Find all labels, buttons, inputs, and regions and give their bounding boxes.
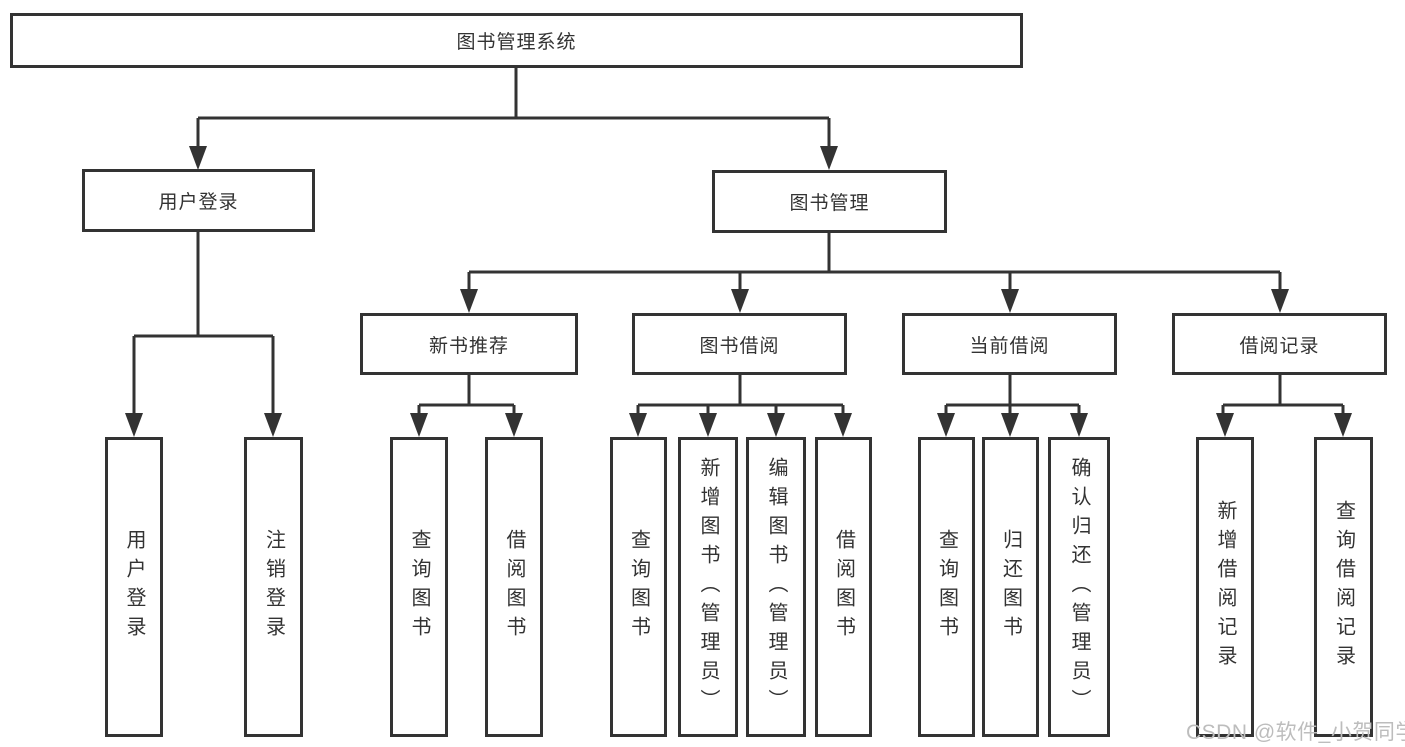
leaf-label: 新增图书（管理员） [697,456,719,718]
node-label: 当前借阅 [969,335,1050,357]
node-label: 用户登录 [158,192,239,213]
leaf-label: 用户登录 [123,529,145,645]
leaf-label: 借阅图书 [832,529,855,645]
leaf-label: 编辑图书（管理员） [765,456,787,718]
leaf-borrow-book: 借阅图书 [815,437,872,737]
node-label: 图书借阅 [699,335,780,357]
node-label: 图书管理 [789,193,870,214]
leaf-logout: 注销登录 [244,437,303,737]
leaf-label: 查询图书 [935,529,958,645]
leaf-add-book-admin: 新增图书（管理员） [678,437,738,737]
node-borrow-record: 借阅记录 [1172,313,1387,375]
node-library-system: 图书管理系统 [10,13,1023,68]
leaf-query-borrow-record: 查询借阅记录 [1314,437,1373,737]
leaf-recommend-borrow-book: 借阅图书 [485,437,543,737]
node-label: 借阅记录 [1239,335,1320,357]
node-new-book-recommend: 新书推荐 [360,313,578,375]
leaf-user-login: 用户登录 [105,437,163,737]
node-user-login: 用户登录 [82,169,315,232]
leaf-label: 新增借阅记录 [1214,500,1236,674]
leaf-label: 注销登录 [262,529,285,645]
leaf-edit-book-admin: 编辑图书（管理员） [746,437,806,737]
leaf-label: 查询图书 [408,529,430,645]
leaf-label: 确认归还（管理员） [1068,456,1090,718]
leaf-label: 查询图书 [627,529,650,645]
leaf-borrow-query-book: 查询图书 [610,437,667,737]
node-book-management: 图书管理 [712,170,947,233]
node-book-borrow: 图书借阅 [632,313,847,375]
node-label: 图书管理系统 [456,32,577,53]
leaf-current-query-book: 查询图书 [918,437,975,737]
leaf-confirm-return-admin: 确认归还（管理员） [1048,437,1110,737]
leaf-recommend-query-book: 查询图书 [390,437,448,737]
leaf-return-book: 归还图书 [982,437,1039,737]
node-label: 新书推荐 [428,335,509,357]
leaf-label: 归还图书 [999,529,1022,645]
node-current-borrow: 当前借阅 [902,313,1117,375]
leaf-label: 查询借阅记录 [1332,500,1355,674]
csdn-watermark: CSDN @软件_小贺同学 [1186,721,1405,744]
leaf-label: 借阅图书 [503,529,525,645]
leaf-add-borrow-record: 新增借阅记录 [1196,437,1254,737]
